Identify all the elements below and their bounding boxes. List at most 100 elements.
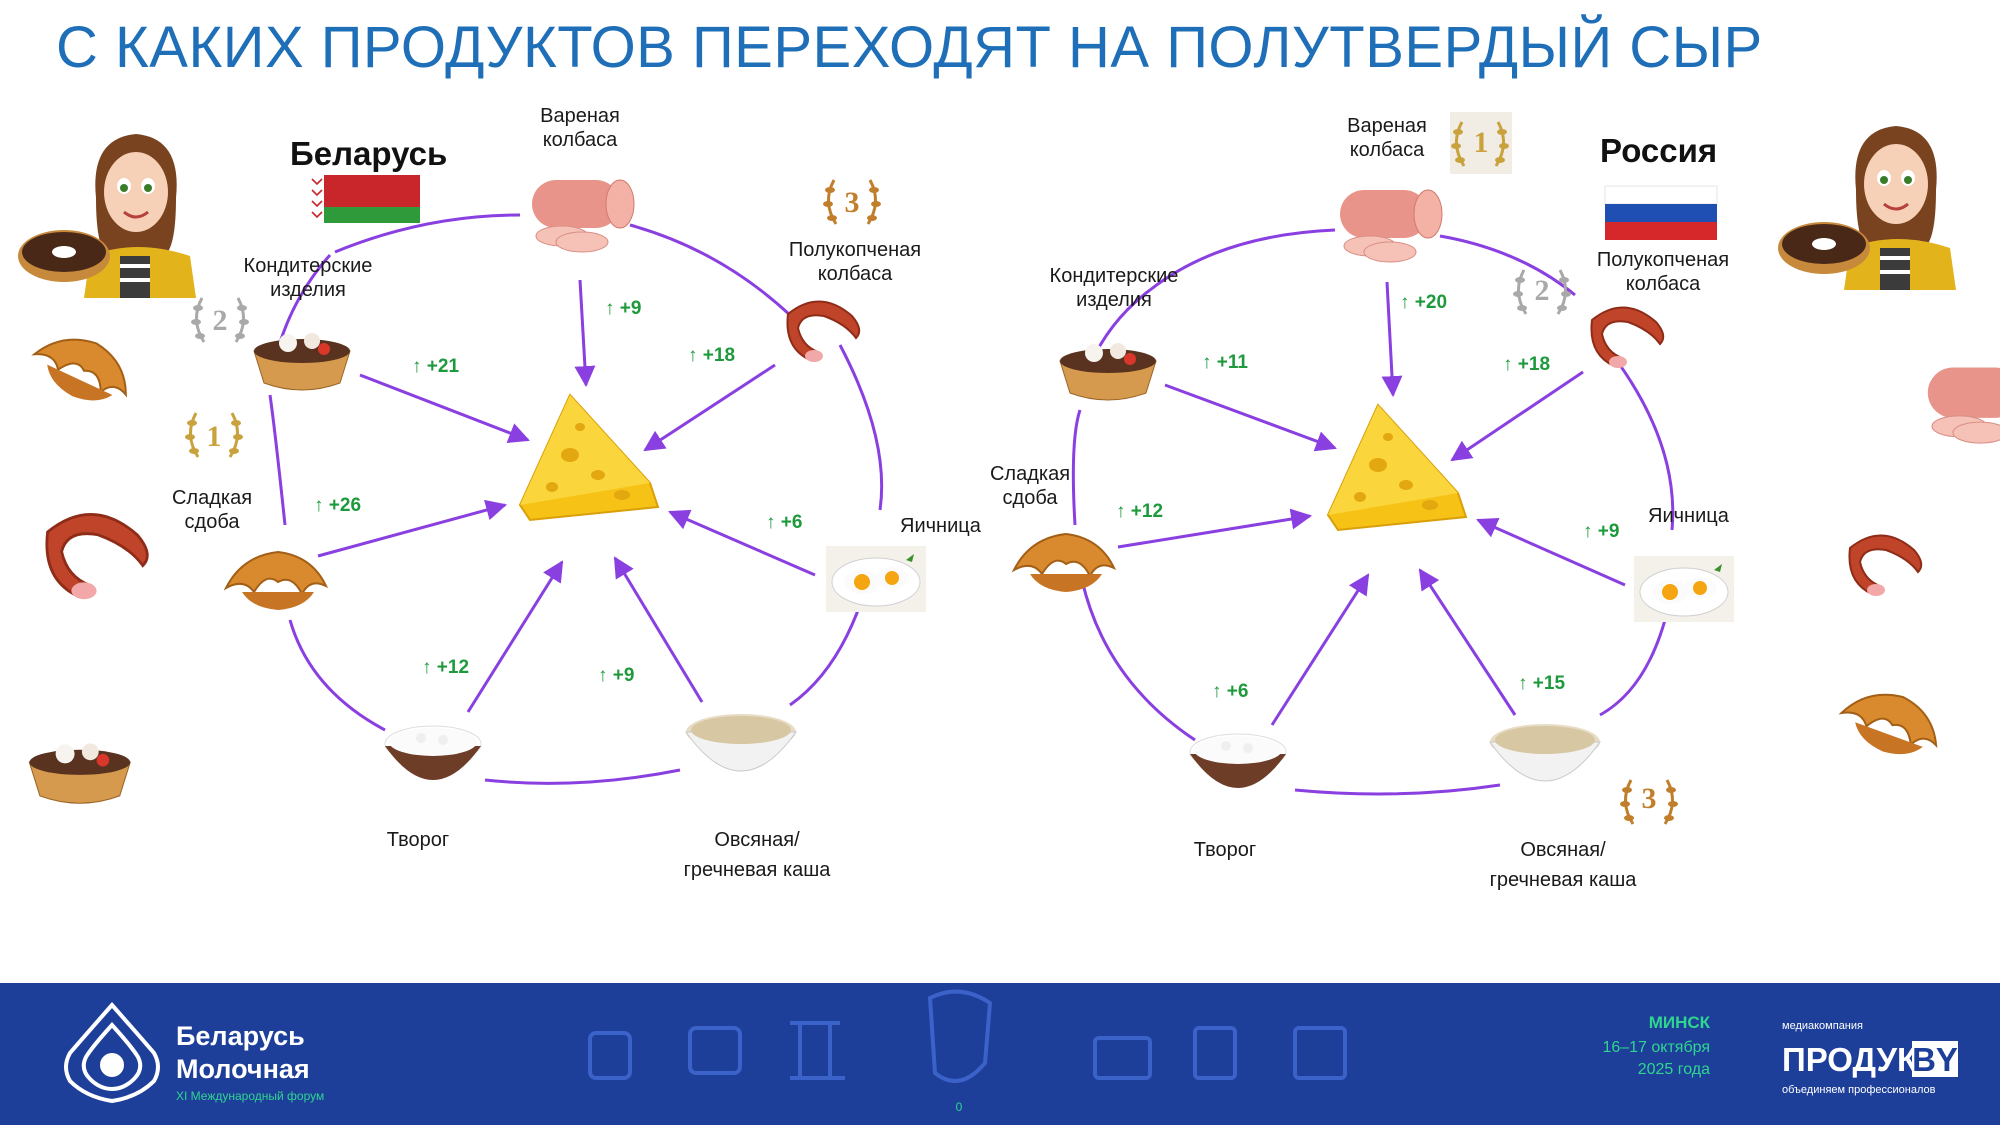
footer-dates: 16–17 октября — [1602, 1039, 1710, 1056]
svg-text:Вареная: Вареная — [540, 105, 620, 127]
svg-text:↑ +15: ↑ +15 — [1518, 673, 1565, 694]
belarus-diagram: Беларусь Вареная колбаса ↑ +9 3 Полукопч… — [172, 105, 982, 881]
belarus-node-porridge: Овсяная/ гречневая каша ↑ +9 — [598, 665, 831, 881]
svg-text:3: 3 — [845, 186, 860, 219]
smoked-sausage-icon — [1848, 534, 1923, 597]
svg-text:Овсяная/: Овсяная/ — [1520, 839, 1606, 861]
svg-text:сдоба: сдоба — [185, 511, 241, 533]
svg-text:Сладкая: Сладкая — [172, 487, 252, 509]
belarus-node-sweet-bun: 1 Сладкая сдоба ↑ +26 — [172, 411, 361, 611]
belarus-node-cottage: Творог ↑ +12 — [384, 657, 482, 851]
svg-text:↑ +11: ↑ +11 — [1202, 352, 1248, 373]
fried-eggs-icon — [825, 545, 927, 613]
svg-text:↑ +18: ↑ +18 — [1503, 354, 1550, 375]
tartlet-icon — [253, 332, 351, 391]
footer-bar: Беларусь Молочная XI Международный форум… — [0, 983, 2000, 1125]
svg-text:колбаса: колбаса — [1626, 273, 1701, 295]
belarus-node-confectionery: 2 Кондитерские изделия ↑ +21 — [189, 255, 459, 391]
left-illustrations — [18, 132, 198, 804]
svg-text:2: 2 — [1535, 274, 1550, 307]
svg-text:↑ +18: ↑ +18 — [688, 345, 735, 366]
svg-text:Яичница: Яичница — [900, 515, 982, 537]
croissant-icon — [1832, 678, 1949, 769]
forum-name-line1: Беларусь — [176, 1021, 305, 1051]
svg-text:гречневая каша: гречневая каша — [1490, 869, 1638, 891]
svg-text:изделия: изделия — [270, 279, 346, 301]
girl-mascot-icon — [82, 132, 198, 300]
russia-ring — [1071, 228, 1675, 796]
tartlet-icon — [28, 742, 131, 804]
svg-text:↑ +9: ↑ +9 — [598, 665, 634, 686]
cheese-icon — [519, 394, 659, 521]
croissant-icon — [1013, 533, 1115, 593]
belarus-flag-icon — [310, 175, 420, 223]
svg-text:гречневая каша: гречневая каша — [684, 859, 832, 881]
svg-text:колбаса: колбаса — [818, 263, 893, 285]
media-suffix: BY — [1912, 1041, 1958, 1078]
svg-text:колбаса: колбаса — [1350, 139, 1425, 161]
svg-text:изделия: изделия — [1076, 289, 1152, 311]
svg-text:1: 1 — [207, 420, 222, 453]
croissant-icon — [225, 551, 327, 611]
belarus-node-boiled-sausage: Вареная колбаса ↑ +9 — [531, 105, 641, 319]
fried-eggs-icon — [1633, 555, 1735, 623]
porridge-bowl-icon — [1489, 723, 1601, 782]
russia-node-eggs: Яичница ↑ +9 — [1583, 505, 1735, 623]
svg-text:Кондитерские: Кондитерские — [1050, 265, 1179, 287]
donut-icon — [18, 230, 110, 282]
svg-text:↑ +21: ↑ +21 — [412, 356, 459, 377]
svg-text:↑ +6: ↑ +6 — [1212, 681, 1248, 702]
russia-node-boiled-sausage: Вареная колбаса 1 ↑ +20 — [1339, 112, 1512, 313]
footer-decor-icons — [588, 989, 1347, 1083]
svg-text:3: 3 — [1642, 782, 1657, 815]
forum-name-line2: Молочная — [176, 1054, 310, 1084]
svg-text:Яичница: Яичница — [1648, 505, 1730, 527]
svg-text:Полукопченая: Полукопченая — [1597, 249, 1729, 271]
smoked-sausage-icon — [1590, 306, 1665, 369]
media-tagline: объединяем профессионалов — [1782, 1084, 1936, 1096]
russia-node-sweet-bun: Сладкая сдоба ↑ +12 — [990, 463, 1163, 593]
tartlet-icon — [1059, 342, 1157, 401]
donut-icon — [1778, 222, 1870, 274]
forum-logo-icon — [64, 1001, 160, 1104]
media-caption: медиакомпания — [1782, 1020, 1863, 1032]
boiled-sausage-icon — [1927, 366, 2000, 444]
boiled-sausage-icon — [1339, 189, 1443, 263]
svg-text:Творог: Творог — [1194, 839, 1256, 861]
svg-text:2: 2 — [213, 304, 228, 337]
russia-country-name: Россия — [1600, 132, 1717, 169]
svg-text:↑ +12: ↑ +12 — [1116, 501, 1163, 522]
svg-text:1: 1 — [1474, 126, 1489, 159]
belarus-node-smoked-sausage: 3 Полукопченая колбаса ↑ +18 — [688, 178, 921, 366]
svg-text:↑ +6: ↑ +6 — [766, 512, 802, 533]
footer-page-mark: 0 — [956, 1100, 963, 1114]
right-illustrations — [1778, 124, 2000, 769]
belarus-arrows — [317, 279, 816, 713]
smoked-sausage-icon — [786, 300, 861, 363]
svg-text:колбаса: колбаса — [543, 129, 618, 151]
svg-text:↑ +26: ↑ +26 — [314, 495, 361, 516]
smoked-sausage-icon — [45, 513, 149, 601]
svg-text:Творог: Творог — [387, 829, 449, 851]
russia-node-porridge: 3 Овсяная/ гречневая каша ↑ +15 — [1489, 673, 1680, 891]
russia-diagram: Россия Вареная колбаса 1 ↑ +20 2 Полукоп… — [990, 112, 1735, 891]
footer-year: 2025 года — [1638, 1061, 1710, 1078]
svg-text:Сладкая: Сладкая — [990, 463, 1070, 485]
svg-text:Вареная: Вареная — [1347, 115, 1427, 137]
russia-node-cottage: Творог ↑ +6 — [1189, 681, 1287, 861]
page-title: С КАКИХ ПРОДУКТОВ ПЕРЕХОДЯТ НА ПОЛУТВЕРД… — [56, 15, 1763, 80]
svg-text:↑ +12: ↑ +12 — [422, 657, 469, 678]
forum-subtitle: XI Международный форум — [176, 1089, 324, 1103]
svg-text:↑ +20: ↑ +20 — [1400, 292, 1447, 313]
croissant-icon — [24, 320, 142, 418]
diagram-canvas: Беларусь Вареная колбаса ↑ +9 3 Полукопч… — [18, 105, 2000, 891]
russia-arrows — [1117, 281, 1626, 726]
porridge-bowl-icon — [685, 713, 797, 772]
svg-text:Овсяная/: Овсяная/ — [714, 829, 800, 851]
cheese-icon — [1327, 404, 1467, 531]
belarus-node-eggs: Яичница ↑ +6 — [766, 512, 982, 613]
belarus-country-name: Беларусь — [290, 135, 447, 172]
boiled-sausage-icon — [531, 179, 635, 253]
svg-text:Кондитерские: Кондитерские — [244, 255, 373, 277]
svg-text:↑ +9: ↑ +9 — [1583, 521, 1619, 542]
